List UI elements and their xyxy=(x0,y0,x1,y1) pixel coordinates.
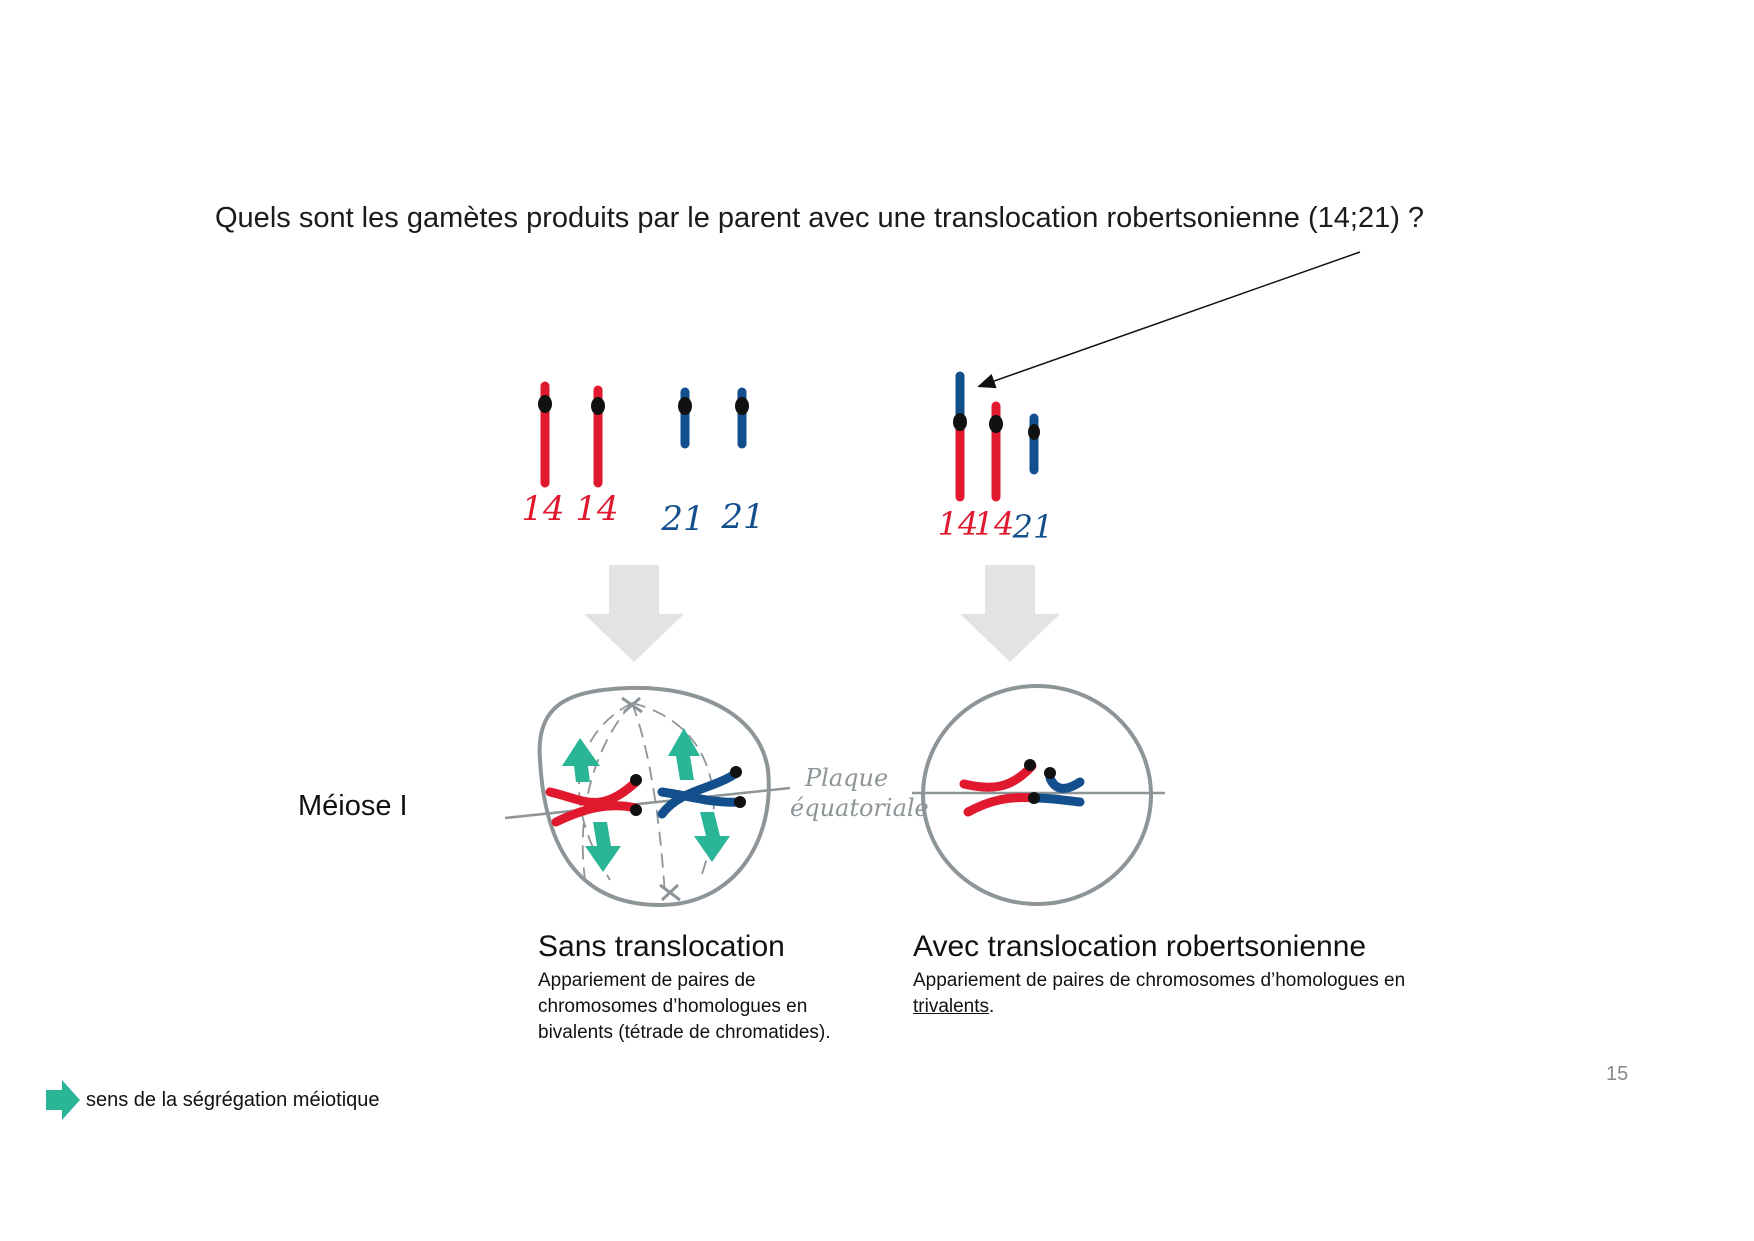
trivalents-term: trivalents xyxy=(913,996,990,1017)
meiosis-label: Méiose I xyxy=(298,790,408,822)
label-14d: 14 xyxy=(974,505,1015,543)
teal-arrow-icon xyxy=(46,1080,80,1120)
teal-arrow-down-right xyxy=(694,812,730,862)
teal-arrow-up-left xyxy=(562,738,600,782)
label-21a: 21 xyxy=(660,499,704,539)
plate-label-line1: Plaque xyxy=(804,764,888,792)
label-14b: 14 xyxy=(575,489,618,529)
cell-without-translocation xyxy=(504,685,791,908)
label-14c: 14 xyxy=(938,505,979,543)
centromere xyxy=(1028,424,1040,440)
panel-right-description-prefix: Appariement de paires de chromosomes d’h… xyxy=(913,970,1406,991)
centromere xyxy=(678,397,692,415)
panel-right-title: Avec translocation robertsonienne xyxy=(913,930,1367,963)
block-arrow-left xyxy=(584,565,684,662)
block-arrow-right xyxy=(960,565,1060,662)
centromere xyxy=(953,413,967,431)
legend: sens de la ségrégation méiotique xyxy=(46,1080,380,1120)
cell-with-translocation xyxy=(912,684,1165,906)
legend-text: sens de la ségrégation méiotique xyxy=(86,1088,380,1111)
pointer-arrow xyxy=(977,251,1361,389)
panel-left-description: Appariement de paires de chromosomes d’h… xyxy=(538,970,831,1043)
label-21c: 21 xyxy=(1012,508,1054,546)
centromere xyxy=(989,415,1003,433)
panel-left-title: Sans translocation xyxy=(538,930,785,963)
page-number: 15 xyxy=(1606,1063,1629,1085)
teal-arrow-down-left xyxy=(585,822,621,872)
translocation-chromosomes xyxy=(953,371,1040,502)
centromere xyxy=(591,397,605,415)
label-21b: 21 xyxy=(720,497,764,537)
plate-label-line2: équatoriale xyxy=(790,794,929,822)
teal-arrow-up-right xyxy=(668,728,700,780)
centromere xyxy=(735,397,749,415)
panel-right-description: Appariement de paires de chromosomes d’h… xyxy=(913,968,1453,1020)
centromere xyxy=(538,395,552,413)
panel-right-description-suffix: . xyxy=(989,996,995,1017)
question-text: Quels sont les gamètes produits par le p… xyxy=(215,202,1425,234)
label-14a: 14 xyxy=(521,489,564,529)
normal-chromosomes xyxy=(538,381,749,488)
